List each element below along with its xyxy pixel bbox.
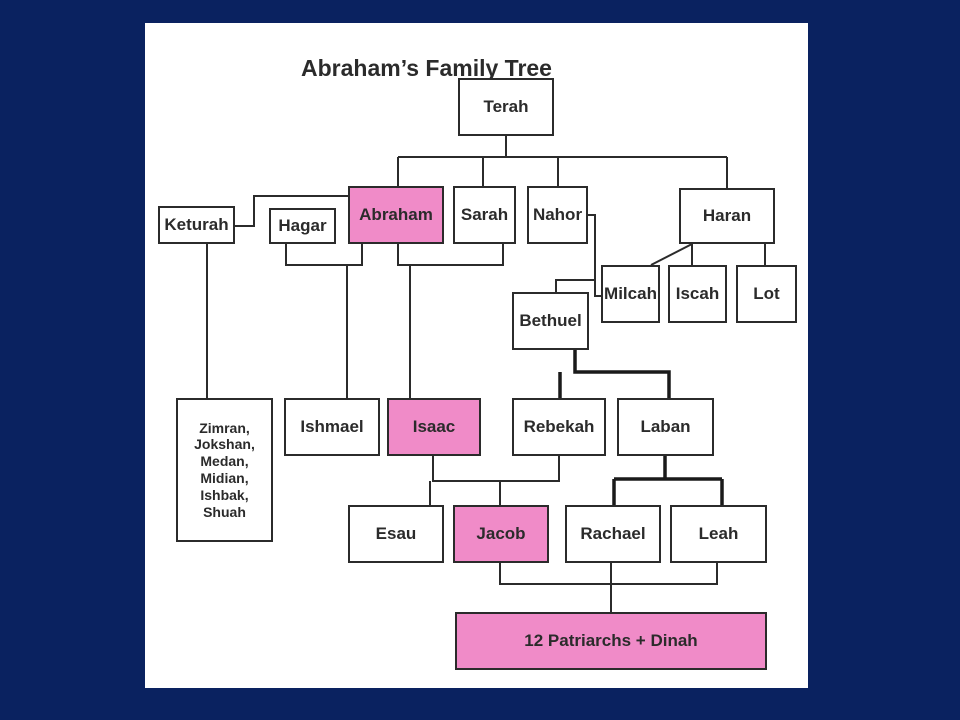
node-leah: Leah xyxy=(670,505,767,563)
node-bethuel: Bethuel xyxy=(512,292,589,350)
connector-jacob-wives xyxy=(499,563,718,612)
connector-terah-children xyxy=(397,136,728,188)
node-hagar: Hagar xyxy=(269,208,336,244)
node-keturah: Keturah xyxy=(158,206,235,244)
node-jacob: Jacob xyxy=(453,505,549,563)
connector-rachael-leah xyxy=(612,456,724,505)
node-patriarchs: 12 Patriarchs + Dinah xyxy=(455,612,767,670)
node-haran: Haran xyxy=(679,188,775,244)
node-keturah-sons: Zimran, Jokshan, Medan, Midian, Ishbak, … xyxy=(176,398,273,542)
node-sarah: Sarah xyxy=(453,186,516,244)
connector-rebekah-laban xyxy=(558,350,671,398)
connector-isaac-rebekah xyxy=(432,456,560,482)
node-rachael: Rachael xyxy=(565,505,661,563)
connector-abraham-sarah xyxy=(397,244,504,266)
node-iscah: Iscah xyxy=(668,265,727,323)
node-terah: Terah xyxy=(458,78,554,136)
node-milcah: Milcah xyxy=(601,265,660,323)
connector-esau-jacob xyxy=(429,481,501,505)
connector-keturah-abraham xyxy=(235,195,348,227)
diagram-title: Abraham’s Family Tree xyxy=(301,55,552,81)
node-ishmael: Ishmael xyxy=(284,398,380,456)
node-laban: Laban xyxy=(617,398,714,456)
node-abraham: Abraham xyxy=(348,186,444,244)
connector-nahor-milcah xyxy=(588,214,601,297)
node-esau: Esau xyxy=(348,505,444,563)
node-nahor: Nahor xyxy=(527,186,588,244)
node-lot: Lot xyxy=(736,265,797,323)
node-isaac: Isaac xyxy=(387,398,481,456)
node-rebekah: Rebekah xyxy=(512,398,606,456)
connector-haran-children xyxy=(650,243,766,266)
connector-hagar-abraham xyxy=(285,244,363,266)
connector-bethuel xyxy=(555,279,595,292)
